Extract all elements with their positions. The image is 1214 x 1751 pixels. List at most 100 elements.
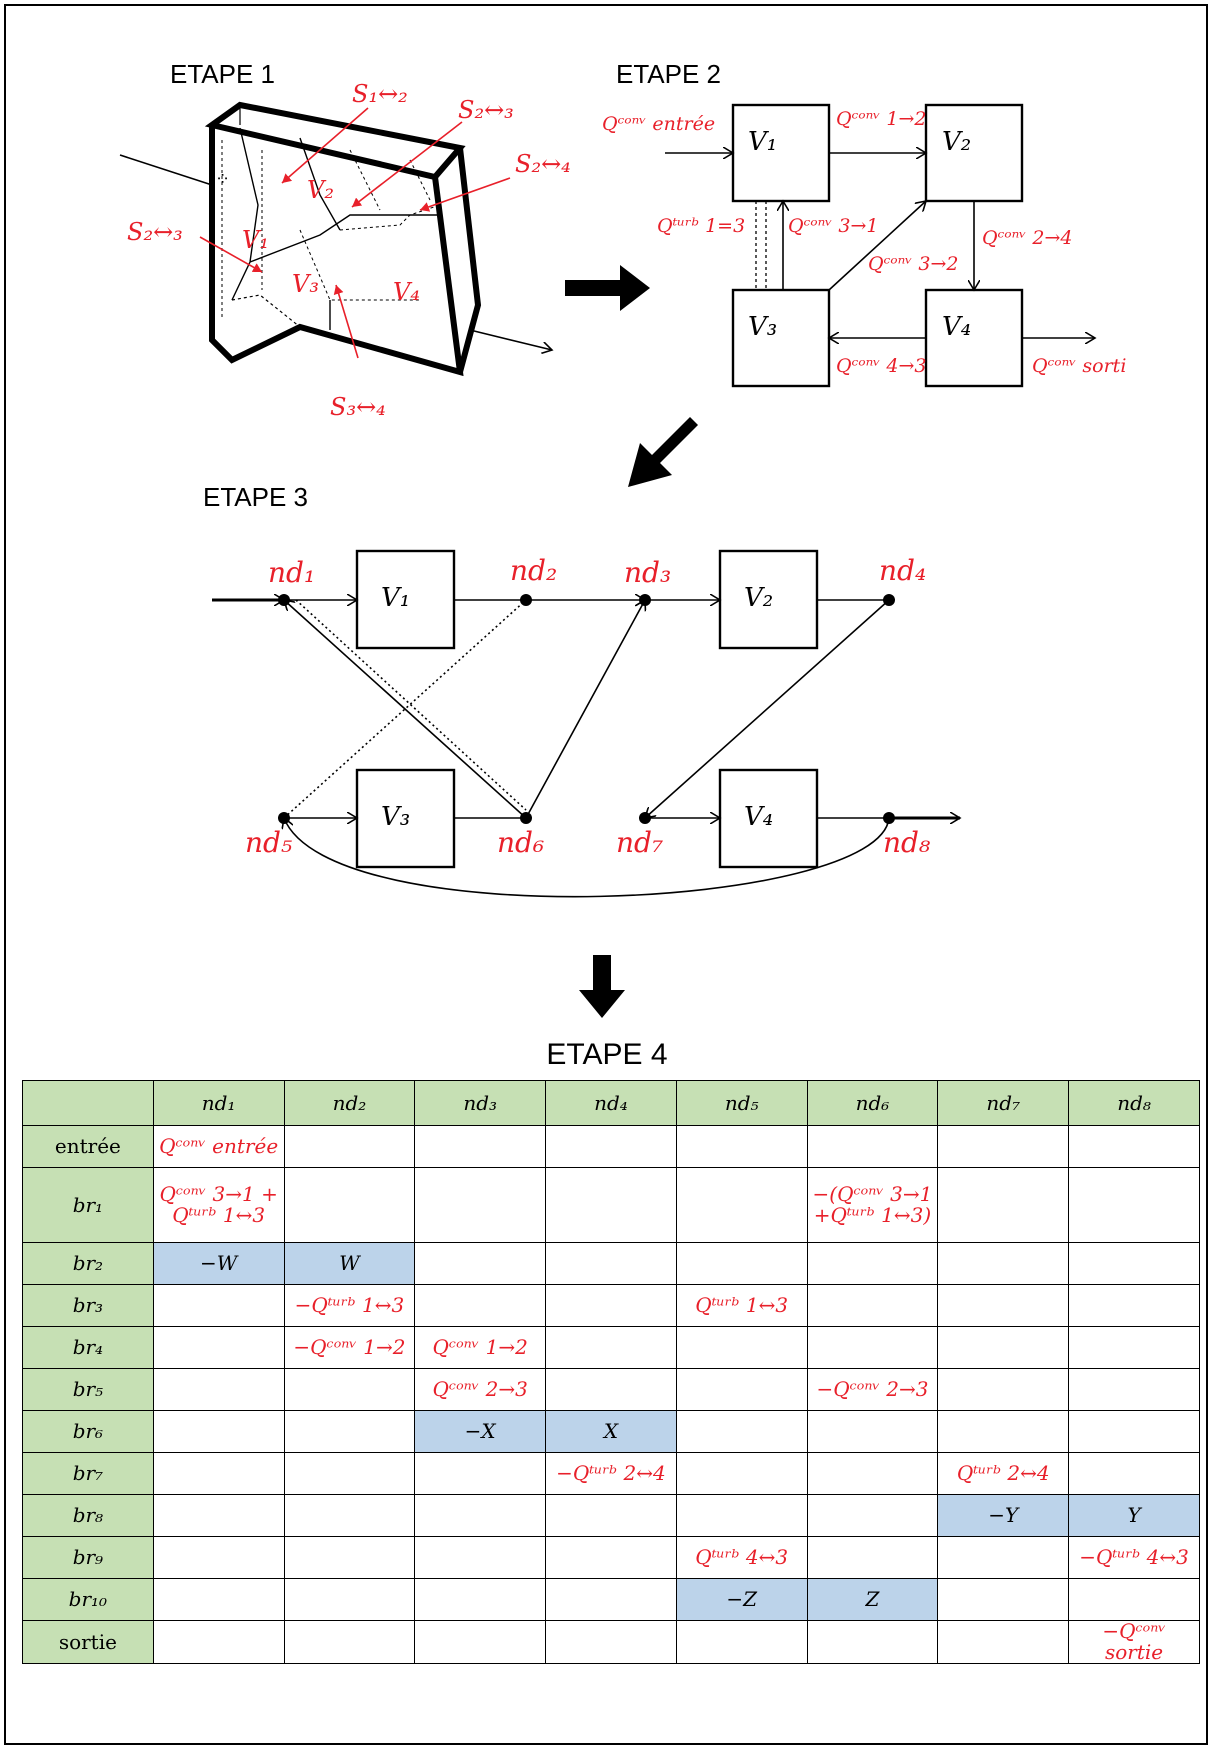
- row-label: br₈: [22, 1494, 154, 1537]
- table-cell: [937, 1326, 1070, 1369]
- column-header: nd₄: [545, 1080, 677, 1126]
- table-cell: [806, 1410, 939, 1453]
- etape1-outlet-line: [469, 329, 552, 350]
- etape1-side-outline: [457, 147, 482, 373]
- table-cell: [545, 1368, 677, 1411]
- table-cell: [545, 1125, 677, 1168]
- table-cell: [545, 1536, 677, 1579]
- row-label: br₆: [22, 1410, 154, 1453]
- table-cell: −Y: [937, 1494, 1070, 1537]
- column-header: nd₇: [937, 1080, 1070, 1126]
- table-cell: −Z: [675, 1578, 808, 1621]
- table-cell: [806, 1284, 939, 1327]
- etape2-q12: Qᶜᵒⁿᵛ 1→2: [836, 108, 927, 130]
- row-label: sortie: [22, 1620, 154, 1664]
- row-label: br₄: [22, 1326, 154, 1369]
- row-label: br₁: [22, 1167, 154, 1243]
- etape1-v1: V₁: [242, 226, 269, 254]
- label-s23-top: S₂↔₃: [458, 96, 514, 124]
- table-cell: [806, 1452, 939, 1495]
- table-cell: [806, 1242, 939, 1285]
- table-cell: Y: [1068, 1494, 1200, 1537]
- label-s12: S₁↔₂: [352, 80, 408, 108]
- table-cell: [152, 1368, 285, 1411]
- row-label: br₉: [22, 1536, 154, 1579]
- table-cell: [545, 1242, 677, 1285]
- table-cell: Qᵗᵘʳᵇ 1↔3: [675, 1284, 808, 1327]
- diagram-canvas: ETAPE 1 ⁘ S₁↔₂ S₂↔₃ S₂↔₄ S₂↔₃ S₃↔₄ V₂ V₁…: [119, 59, 1126, 1018]
- table-corner-cell: [22, 1080, 154, 1126]
- row-label: br₅: [22, 1368, 154, 1411]
- etape4-title: ETAPE 4: [546, 1038, 668, 1071]
- table-cell: [152, 1620, 285, 1664]
- table-cell: [937, 1125, 1070, 1168]
- table-cell: [545, 1620, 677, 1664]
- table-cell: [414, 1578, 547, 1621]
- etape1-v2: V₂: [307, 176, 334, 204]
- table-cell: [1068, 1284, 1200, 1327]
- table-cell: [414, 1494, 547, 1537]
- table-cell: [152, 1578, 285, 1621]
- table-cell: [545, 1167, 677, 1243]
- table-cell: [675, 1452, 808, 1495]
- table-cell: [283, 1536, 416, 1579]
- etape3-title: ETAPE 3: [203, 482, 308, 512]
- etape1-v4: V₄: [393, 278, 420, 306]
- table-cell: [545, 1578, 677, 1621]
- label-s34: S₃↔₄: [330, 393, 386, 421]
- etape2-v1: V₁: [748, 127, 777, 157]
- table-cell: [152, 1284, 285, 1327]
- table-cell: [283, 1368, 416, 1411]
- etape3-graph: [212, 549, 960, 898]
- table-cell: −W: [152, 1242, 285, 1285]
- etape1-inlet-line: [119, 154, 213, 186]
- table-cell: [1068, 1167, 1200, 1243]
- table-cell: [937, 1167, 1070, 1243]
- etape2-title: ETAPE 2: [616, 59, 721, 89]
- table-cell: Qᶜᵒⁿᵛ 2→3: [414, 1368, 547, 1411]
- column-header: nd₂: [283, 1080, 416, 1126]
- row-label: br₁₀: [22, 1578, 154, 1621]
- node-nd2: nd₂: [510, 554, 557, 587]
- table-cell: [1068, 1578, 1200, 1621]
- etape2-q24: Qᶜᵒⁿᵛ 2→4: [982, 227, 1073, 249]
- etape1-title: ETAPE 1: [170, 59, 275, 89]
- table-cell: −Qᶜᵒⁿᵛ sortie: [1068, 1620, 1200, 1664]
- table-cell: [545, 1326, 677, 1369]
- etape3-v3: V₃: [381, 802, 410, 832]
- table-cell: [283, 1452, 416, 1495]
- table-cell: Qᶜᵒⁿᵛ 1→2: [414, 1326, 547, 1369]
- table-cell: [806, 1326, 939, 1369]
- table-cell: [152, 1410, 285, 1453]
- etape1-solid: ⁘: [119, 101, 552, 377]
- table-cell: [675, 1494, 808, 1537]
- table-cell: Qᵗᵘʳᵇ 4↔3: [675, 1536, 808, 1579]
- table-cell: W: [283, 1242, 416, 1285]
- table-cell: −Qᶜᵒⁿᵛ 1→2: [283, 1326, 416, 1369]
- table-cell: [152, 1494, 285, 1537]
- table-cell: [283, 1167, 416, 1243]
- etape2-v2: V₂: [942, 127, 971, 157]
- table-cell: −Qᵗᵘʳᵇ 1↔3: [283, 1284, 416, 1327]
- etape1-leaders: [199, 107, 511, 359]
- etape2-q-turb13: Qᵗᵘʳᵇ 1=3: [657, 215, 745, 237]
- table-cell: [414, 1167, 547, 1243]
- table-cell: [283, 1578, 416, 1621]
- etape3-v1: V₁: [381, 583, 410, 613]
- node-nd5: nd₅: [245, 826, 292, 859]
- table-cell: [414, 1242, 547, 1285]
- table-cell: [283, 1620, 416, 1664]
- table-cell: [152, 1536, 285, 1579]
- table-cell: −X: [414, 1410, 547, 1453]
- table-cell: [283, 1494, 416, 1537]
- table-cell: [806, 1536, 939, 1579]
- table-cell: [1068, 1452, 1200, 1495]
